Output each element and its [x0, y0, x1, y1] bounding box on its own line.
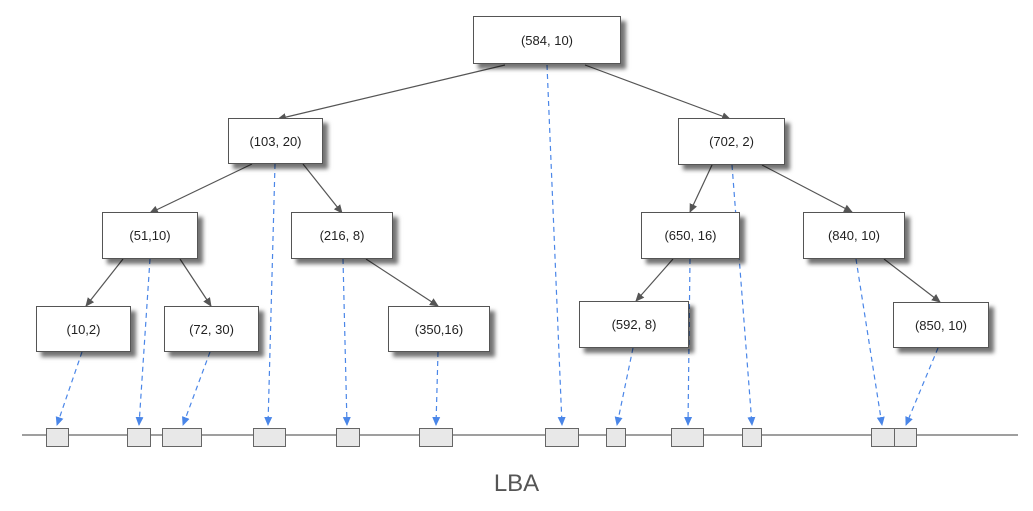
edge-n103-n216 [302, 163, 343, 214]
node-850-10: (850, 10) [893, 302, 989, 348]
lba-block-3 [162, 428, 202, 447]
lba-block-5 [336, 428, 360, 447]
lba-block-10 [742, 428, 762, 447]
edge-n103-n51 [149, 163, 253, 214]
node-216-8: (216, 8) [291, 212, 393, 259]
pointer-n850 [905, 347, 939, 426]
node-350-16: (350,16) [388, 306, 490, 352]
pointer-n103 [264, 163, 276, 426]
edge-n650-n592 [635, 258, 674, 302]
pointer-n592 [614, 347, 634, 426]
node-592-8: (592, 8) [579, 301, 689, 348]
edge-root-n103 [277, 64, 506, 122]
node-51-10: (51,10) [102, 212, 198, 259]
edge-n702-n650 [689, 164, 713, 213]
pointer-n10 [55, 351, 83, 426]
node-103-20: (103, 20) [228, 118, 323, 164]
node-650-16: (650, 16) [641, 212, 740, 259]
pointer-root [546, 64, 566, 426]
pointer-n216 [342, 258, 351, 426]
lba-block-8 [606, 428, 626, 447]
edge-n702-n840 [761, 164, 853, 213]
node-root: (584, 10) [473, 16, 621, 64]
pointer-n72 [182, 351, 211, 426]
lba-block-11 [871, 428, 895, 447]
lba-block-7 [545, 428, 579, 447]
edge-root-n702 [584, 64, 731, 120]
lba-block-4 [253, 428, 286, 447]
pointer-n350 [432, 351, 441, 426]
lba-block-1 [46, 428, 69, 447]
node-72-30: (72, 30) [164, 306, 259, 352]
lba-block-6 [419, 428, 453, 447]
node-10-2: (10,2) [36, 306, 131, 352]
node-702-2: (702, 2) [678, 118, 785, 165]
lba-block-2 [127, 428, 151, 447]
edge-n216-n350 [365, 258, 439, 307]
pointer-n650 [684, 258, 693, 426]
lba-block-12 [894, 428, 917, 447]
pointer-n51 [135, 258, 151, 426]
pointer-n840 [855, 258, 885, 426]
edge-n51-n72 [179, 258, 212, 307]
node-840-10: (840, 10) [803, 212, 905, 259]
edge-n840-n850 [883, 258, 941, 303]
lba-block-9 [671, 428, 704, 447]
pointer-n702 [731, 164, 756, 426]
lba-axis-label: LBA [493, 470, 540, 497]
edge-n51-n10 [85, 258, 124, 307]
